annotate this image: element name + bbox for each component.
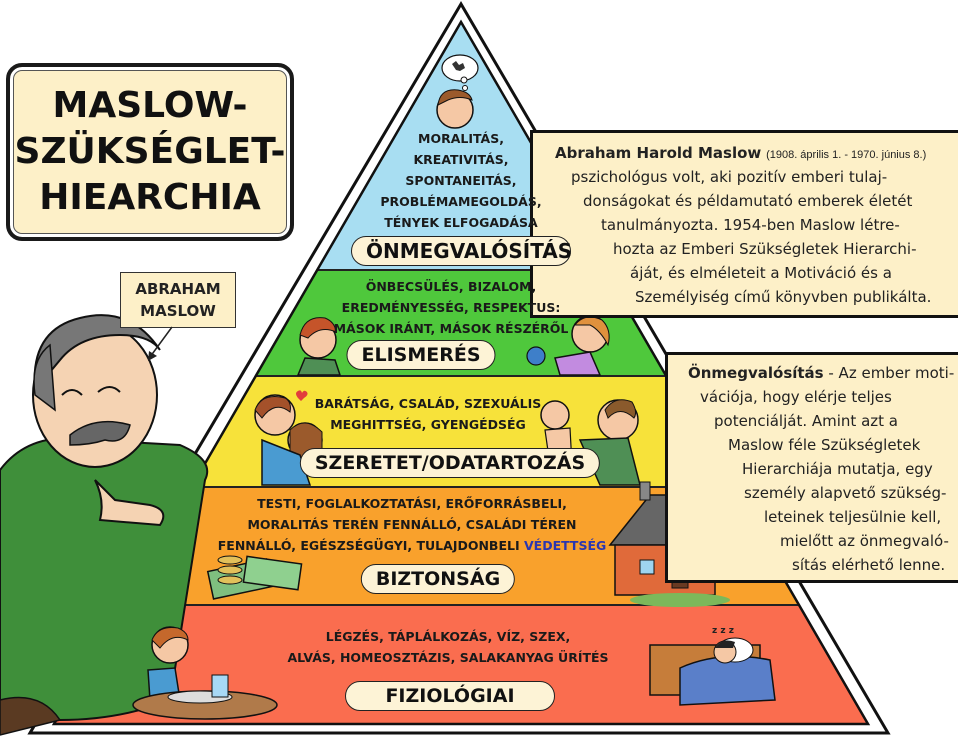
level-physiological-needs: LÉGZÉS, TÁPLÁLKOZÁS, VÍZ, SZEX, ALVÁS, H… xyxy=(287,626,608,668)
definition-line: Maslow féle Szükségletek xyxy=(728,436,921,454)
need-item: MORALITÁS, xyxy=(418,131,504,146)
definition-line: vációja, hogy elérje teljes xyxy=(700,388,892,406)
level-safety-label: BIZTONSÁG xyxy=(360,564,516,594)
definition-line: - Az ember moti- xyxy=(823,364,955,382)
name-tag-arrow-icon xyxy=(148,326,173,361)
maslow-name-tag: ABRAHAM MASLOW xyxy=(120,272,236,328)
level-esteem-needs: ÖNBECSÜLÉS, BIZALOM, EREDMÉNYESSÉG, RESP… xyxy=(334,276,569,339)
need-item: MEGHITTSÉG, GYENGÉDSÉG xyxy=(330,417,526,432)
bio-line: hozta az Emberi Szükségletek Hierarchi- xyxy=(613,240,917,258)
bio-line: áját, és elméleteit a Motiváció és a xyxy=(630,264,892,282)
definition-box: Önmegvalósítás - Az ember moti- vációja,… xyxy=(665,352,958,583)
need-item: PROBLÉMAMEGOLDÁS, xyxy=(380,194,542,209)
level-physiological-label: FIZIOLÓGIAI xyxy=(345,681,555,711)
title-line-1: MASLOW- xyxy=(52,85,248,126)
diagram-title-box: MASLOW- SZÜKSÉGLET- HIEARCHIA xyxy=(6,63,294,241)
sleep-zzz-text: z z z xyxy=(712,626,734,636)
definition-line: leteinek teljesülnie kell, xyxy=(764,508,942,526)
need-item: SPONTANEITÁS, xyxy=(405,173,517,188)
highlight-word: VÉDETTSÉG xyxy=(523,538,607,553)
level-love-belonging-needs: BARÁTSÁG, CSALÁD, SZEXUÁLIS MEGHITTSÉG, … xyxy=(315,393,542,435)
title-line-3: HIEARCHIA xyxy=(39,177,261,218)
level-safety-needs: TESTI, FOGLALKOZTATÁSI, ERŐFORRÁSBELI, M… xyxy=(218,493,607,556)
level-self-actualization-label: ÖNMEGVALÓSÍTÁS xyxy=(351,236,572,266)
bio-line: pszichológus volt, aki pozitív emberi tu… xyxy=(571,168,888,186)
definition-line: személy alapvető szükség- xyxy=(744,484,947,502)
bio-dates: (1908. április 1. - 1970. június 8.) xyxy=(766,149,927,161)
need-item: LÉGZÉS, TÁPLÁLKOZÁS, VÍZ, SZEX, xyxy=(325,629,571,644)
need-item: TÉNYEK ELFOGADÁSA xyxy=(384,215,538,230)
need-item: EREDMÉNYESSÉG, RESPEKTUS: xyxy=(341,300,561,315)
definition-line: mielőtt az önmegvaló- xyxy=(780,532,949,550)
need-item: MORALITÁS TERÉN FENNÁLLÓ, CSALÁDI TÉREN xyxy=(247,517,577,532)
need-item: BARÁTSÁG, CSALÁD, SZEXUÁLIS xyxy=(314,396,542,411)
biography-box: Abraham Harold Maslow (1908. április 1. … xyxy=(530,130,958,318)
thinking-boy-illustration xyxy=(436,54,479,129)
level-esteem-label: ELISMERÉS xyxy=(346,340,496,370)
need-item-text: FENNÁLLÓ, EGÉSZSÉGÜGYI, TULAJDONBELI xyxy=(217,538,524,553)
name-tag-line-1: ABRAHAM xyxy=(135,280,221,298)
level-love-belonging-label: SZERETET/ODATARTOZÁS xyxy=(299,448,601,478)
need-item: MÁSOK IRÁNT, MÁSOK RÉSZÉRŐL xyxy=(333,321,569,336)
need-item: ÖNBECSÜLÉS, BIZALOM, xyxy=(365,279,537,294)
bio-name: Abraham Harold Maslow xyxy=(555,144,762,162)
sleeping-person-illustration: z z z xyxy=(649,626,776,706)
bio-line: Személyiség című könyvben publikálta. xyxy=(635,288,932,306)
definition-line: potenciálját. Amint azt a xyxy=(714,412,898,430)
definition-term: Önmegvalósítás xyxy=(688,364,824,382)
need-item: TESTI, FOGLALKOZTATÁSI, ERŐFORRÁSBELI, xyxy=(257,496,567,511)
bio-line: tanulmányozta. 1954-ben Maslow létre- xyxy=(601,216,900,234)
definition-line: Hierarchiája mutatja, egy xyxy=(742,460,933,478)
need-item: KREATIVITÁS, xyxy=(413,152,509,167)
name-tag-line-2: MASLOW xyxy=(140,302,216,320)
bio-line: donságokat és példamutató emberek életét xyxy=(583,192,913,210)
level-self-actualization-needs: MORALITÁS, KREATIVITÁS, SPONTANEITÁS, PR… xyxy=(380,128,541,233)
need-item: ALVÁS, HOMEOSZTÁZIS, SALAKANYAG ÜRÍTÉS xyxy=(287,650,609,665)
eating-boy-illustration xyxy=(132,626,278,720)
pyramid-inner-frame xyxy=(51,19,871,726)
money-illustration xyxy=(206,555,303,600)
maslow-character-illustration xyxy=(0,314,209,736)
children-award-illustration xyxy=(296,315,610,376)
definition-line: sítás elérhető lenne. xyxy=(792,556,946,574)
title-line-2: SZÜKSÉGLET- xyxy=(14,131,286,172)
need-item: FENNÁLLÓ, EGÉSZSÉGÜGYI, TULAJDONBELI VÉD… xyxy=(218,535,607,556)
